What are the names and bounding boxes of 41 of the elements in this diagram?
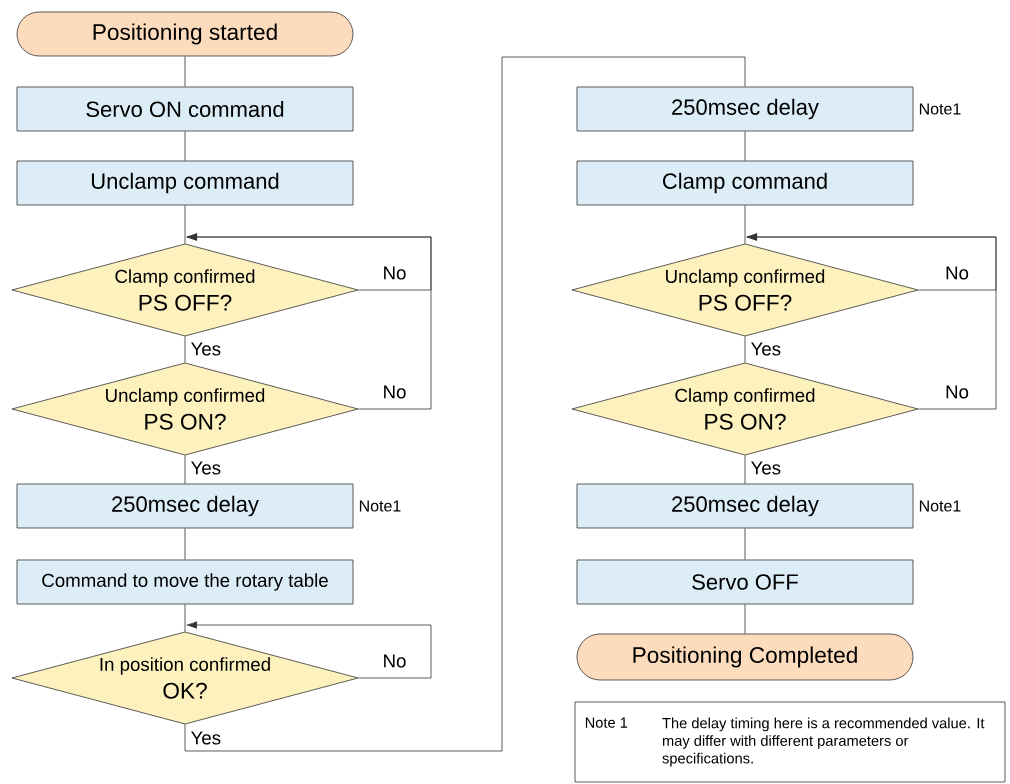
connector	[184, 335, 186, 364]
edge-label: Yes	[749, 460, 783, 476]
connector	[744, 528, 746, 560]
process-box: 250msec delay	[576, 86, 914, 132]
terminal-box: Positioning Completed	[576, 633, 914, 681]
process-box: Unclamp command	[16, 160, 354, 206]
connector	[744, 604, 746, 634]
edge-label: Yes	[189, 730, 223, 746]
connector	[744, 205, 746, 245]
process-box: Clamp command	[576, 160, 914, 206]
edge-label: No	[381, 384, 408, 400]
process-box: Command to move the rotary table	[16, 559, 354, 605]
connector	[184, 205, 186, 245]
connector	[184, 454, 186, 484]
note-reference: Note1	[919, 103, 961, 115]
connector	[184, 528, 186, 560]
edge-label: Yes	[189, 460, 223, 476]
edge-label: No	[943, 265, 971, 281]
connector	[744, 335, 746, 364]
connector	[184, 56, 746, 752]
connector	[746, 233, 997, 410]
process-box: 250msec delay	[576, 483, 914, 529]
note-reference: Note1	[919, 500, 961, 512]
connector	[184, 604, 186, 633]
note-reference: Note1	[359, 500, 401, 512]
edge-label: No	[381, 653, 408, 669]
process-box: Servo OFF	[576, 559, 914, 605]
connector	[744, 454, 746, 484]
terminal-box: Positioning started	[16, 11, 354, 57]
connector	[184, 131, 186, 161]
connector	[184, 56, 186, 87]
edge-label: Yes	[749, 341, 783, 357]
connector	[186, 233, 432, 410]
edge-label: No	[381, 265, 408, 281]
edge-label: Yes	[189, 341, 223, 357]
connector	[186, 621, 432, 679]
note-box: Note 1 The delay timing here is a recommended value. It may differ with different parameters or specifications.	[574, 701, 1006, 783]
process-box: 250msec delay	[16, 483, 354, 529]
process-box: Servo ON command	[16, 86, 354, 132]
connector	[744, 131, 746, 161]
edge-label: No	[943, 384, 971, 400]
